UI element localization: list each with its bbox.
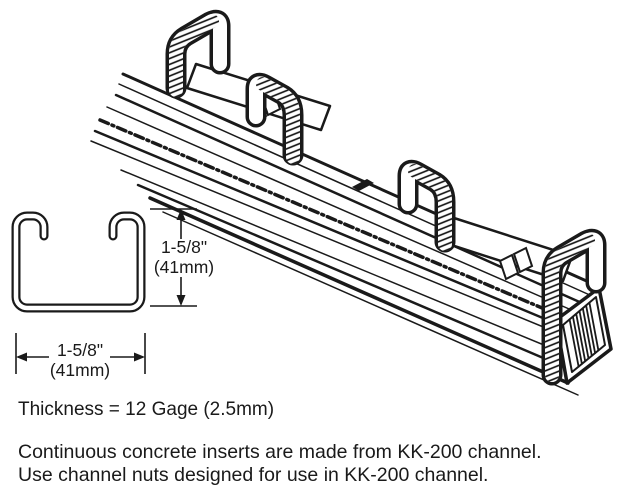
caption-line-1: Continuous concrete inserts are made fro… <box>18 441 542 463</box>
cross-section-outline-outer <box>11 211 146 313</box>
cross-section-outline-inner <box>13 213 144 311</box>
height-dimension <box>150 208 197 307</box>
nut-connector-2a <box>498 253 520 281</box>
end-cap-hatching <box>568 301 600 368</box>
slot-hole <box>352 179 374 191</box>
height-dimension-label: 1-5/8" (41mm) <box>148 237 220 277</box>
caption: Continuous concrete inserts are made fro… <box>18 441 542 486</box>
channel-cross-section <box>11 211 146 313</box>
width-dimension-label: 1-5/8" (41mm) <box>45 340 115 380</box>
anchor-clip-1 <box>165 9 231 99</box>
nut-connector-2b <box>512 246 534 274</box>
arrowhead-right <box>134 352 145 362</box>
anchor-clip-3 <box>397 159 456 253</box>
width-dimension-mm: (41mm) <box>49 359 111 380</box>
caption-line-2: Use channel nuts designed for use in KK-… <box>18 463 489 486</box>
arrowhead-up <box>176 209 186 220</box>
height-dimension-mm: (41mm) <box>153 256 215 277</box>
anchor-clip-4 <box>541 228 607 386</box>
thickness-note: Thickness = 12 Gage (2.5mm) <box>18 399 275 420</box>
width-dimension-inches: 1-5/8" <box>56 340 104 360</box>
width-dimension <box>15 333 146 374</box>
isometric-channel-drawing <box>90 9 613 396</box>
anchor-clip-2 <box>245 72 304 166</box>
end-cap <box>554 286 613 385</box>
channel-body-lines <box>90 72 602 396</box>
arrowhead-down <box>176 295 186 306</box>
height-dimension-inches: 1-5/8" <box>160 237 208 257</box>
arrowhead-left <box>16 352 27 362</box>
channel-slot-dashed-line <box>98 118 570 321</box>
